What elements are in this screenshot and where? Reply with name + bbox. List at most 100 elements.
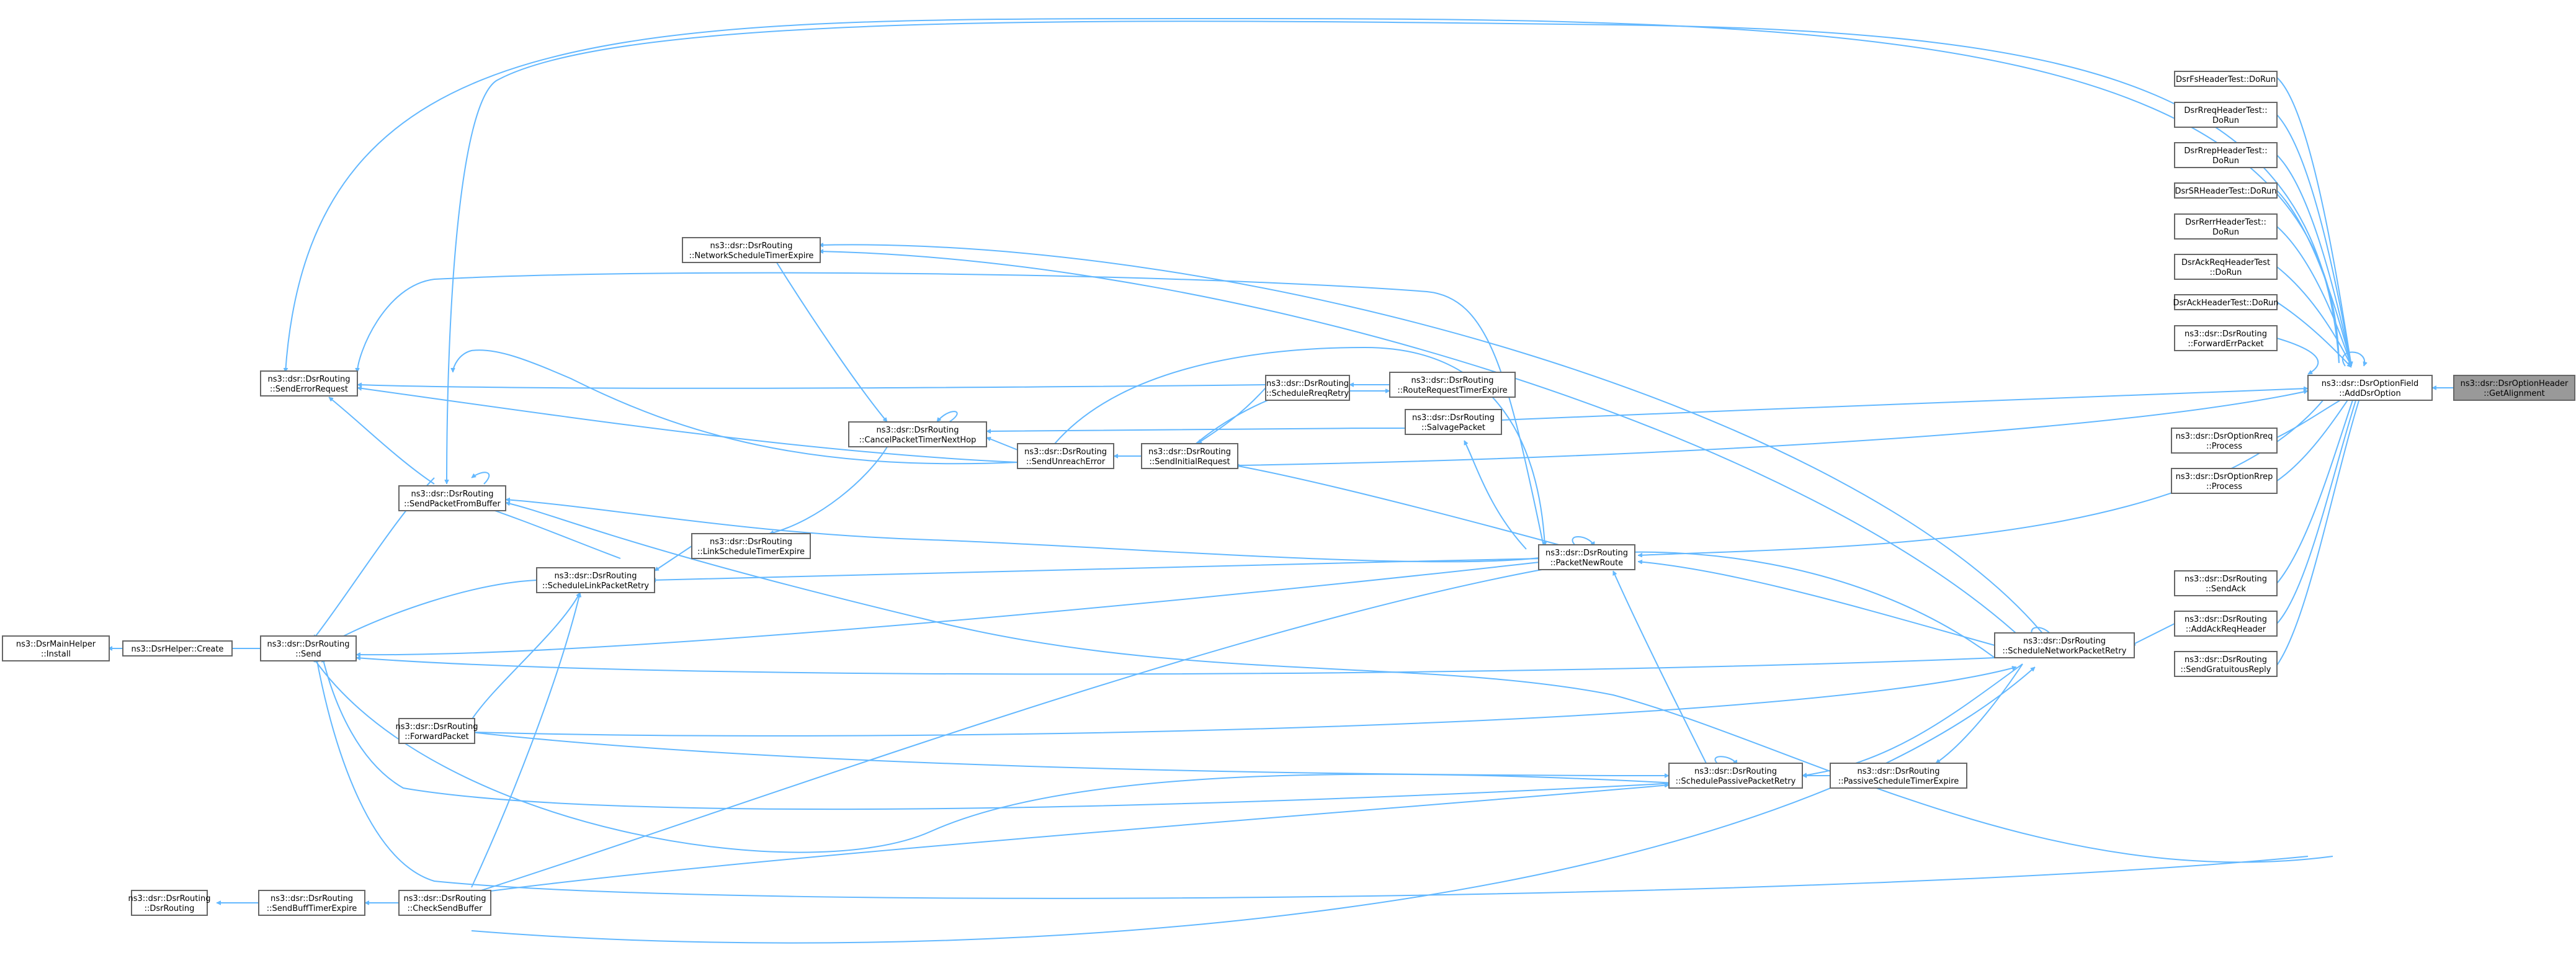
node-label: ns3::dsr::DsrOptionRreq <box>2176 432 2273 441</box>
node-send[interactable]: ns3::dsr::DsrRouting::Send <box>260 635 357 661</box>
node-label: ns3::dsr::DsrRouting <box>1148 447 1231 457</box>
node-sendbufftimer[interactable]: ns3::dsr::DsrRouting::SendBuffTimerExpir… <box>258 890 365 916</box>
node-box <box>2453 375 2575 401</box>
node-passivetimer[interactable]: ns3::dsr::DsrRouting::PassiveScheduleTim… <box>1830 763 1967 789</box>
node-box <box>1141 443 1238 469</box>
node-rerrtest[interactable]: DsrRerrHeaderTest::DoRun <box>2174 213 2278 240</box>
node-schedrreq[interactable]: ns3::dsr::DsrRouting::ScheduleRreqRetry <box>1265 375 1350 401</box>
node-label: DoRun <box>2212 116 2239 125</box>
node-box <box>536 567 655 593</box>
node-schedlink[interactable]: ns3::dsr::DsrRouting::ScheduleLinkPacket… <box>536 567 655 593</box>
node-sendack[interactable]: ns3::dsr::DsrRouting::SendAck <box>2174 570 2278 596</box>
node-label: ::GetAlignment <box>2484 389 2545 398</box>
node-gratuitous[interactable]: ns3::dsr::DsrRouting::SendGratuitousRepl… <box>2174 651 2278 677</box>
node-senderror[interactable]: ns3::dsr::DsrRouting::SendErrorRequest <box>260 370 358 397</box>
node-create[interactable]: ns3::DsrHelper::Create <box>122 640 233 657</box>
node-schednet[interactable]: ns3::dsr::DsrRouting::ScheduleNetworkPac… <box>1994 632 2135 658</box>
node-salvage[interactable]: ns3::dsr::DsrRouting::SalvagePacket <box>1405 409 1502 435</box>
node-label: ns3::dsr::DsrRouting <box>2023 637 2106 646</box>
node-rreqtest[interactable]: DsrRreqHeaderTest::DoRun <box>2174 102 2278 128</box>
node-label: ns3::dsr::DsrOptionRrep <box>2176 472 2273 482</box>
node-label: ns3::dsr::DsrRouting <box>1858 767 1940 776</box>
edge <box>328 397 435 485</box>
node-unreach[interactable]: ns3::dsr::DsrRouting::SendUnreachError <box>1017 443 1114 469</box>
edge <box>472 472 490 485</box>
node-checksendbuffer[interactable]: ns3::dsr::DsrRouting::CheckSendBuffer <box>398 890 491 916</box>
node-box <box>260 370 358 397</box>
edge <box>1454 388 2308 423</box>
node-label: ns3::dsr::DsrRouting <box>710 537 792 547</box>
edge <box>471 593 580 888</box>
edge <box>471 667 2016 737</box>
edge <box>936 411 958 423</box>
node-box <box>682 237 821 263</box>
node-cancel[interactable]: ns3::dsr::DsrRouting::CancelPacketTimerN… <box>848 421 987 447</box>
node-label: ns3::dsr::DsrOptionHeader <box>2461 379 2569 388</box>
node-optrrep[interactable]: ns3::dsr::DsrOptionRrep::Process <box>2171 468 2278 494</box>
node-box <box>2174 570 2278 596</box>
node-newroute[interactable]: ns3::dsr::DsrRouting::PacketNewRoute <box>1538 544 1635 570</box>
node-box <box>848 421 987 447</box>
node-box <box>398 485 506 511</box>
node-label: ns3::DsrMainHelper <box>16 640 96 649</box>
edge <box>471 785 1669 894</box>
node-addackreq[interactable]: ns3::dsr::DsrRouting::AddAckReqHeader <box>2174 611 2278 637</box>
edge <box>1235 465 1564 547</box>
edge <box>2341 351 2364 367</box>
node-forwarderr[interactable]: ns3::dsr::DsrRouting::ForwardErrPacket <box>2174 325 2278 351</box>
node-ackreqtest[interactable]: DsrAckReqHeaderTest::DoRun <box>2174 254 2278 280</box>
node-rreqtimer[interactable]: ns3::dsr::DsrRouting::RouteRequestTimerE… <box>1389 372 1516 398</box>
edge <box>1237 391 2308 466</box>
node-fs[interactable]: DsrFsHeaderTest::DoRun <box>2174 71 2278 87</box>
node-label: ::ScheduleRreqRetry <box>1266 389 1349 398</box>
node-forwardpacket[interactable]: ns3::dsr::DsrRouting::ForwardPacket <box>396 718 478 744</box>
node-label: ::SendUnreachError <box>1026 457 1106 467</box>
node-box <box>2171 428 2278 454</box>
node-label: ns3::dsr::DsrRouting <box>1266 379 1349 388</box>
node-label: ns3::dsr::DsrRouting <box>2185 615 2267 624</box>
node-acktest[interactable]: DsrAckHeaderTest::DoRun <box>2173 294 2279 310</box>
edge <box>2276 114 2351 366</box>
node-label: ::ScheduleLinkPacketRetry <box>542 581 650 591</box>
node-box <box>2171 468 2278 494</box>
edge <box>775 260 888 423</box>
node-label: DsrRreqHeaderTest:: <box>2184 106 2267 115</box>
node-addopt[interactable]: ns3::dsr::DsrOptionField::AddDsrOption <box>2307 375 2433 401</box>
edge <box>2276 266 2352 366</box>
node-label: ::Process <box>2206 442 2242 451</box>
node-box <box>2174 294 2278 310</box>
node-rreptest[interactable]: DsrRrepHeaderTest::DoRun <box>2174 142 2278 168</box>
node-install[interactable]: ns3::DsrMainHelper::Install <box>2 635 110 661</box>
node-srtest[interactable]: DsrSRHeaderTest::DoRun <box>2174 182 2278 199</box>
node-optrreq[interactable]: ns3::dsr::DsrOptionRreq::Process <box>2171 428 2278 454</box>
edge <box>356 658 1995 675</box>
node-box <box>691 533 811 559</box>
edge <box>651 558 1545 580</box>
edge <box>506 503 2333 863</box>
edges <box>108 17 2454 944</box>
node-dsrrouting[interactable]: ns3::dsr::DsrRouting::DsrRouting <box>128 890 211 916</box>
node-root[interactable]: ns3::dsr::DsrOptionHeader::GetAlignment <box>2453 375 2575 401</box>
node-box <box>260 635 357 661</box>
node-label: ::ForwardErrPacket <box>2188 339 2263 349</box>
node-label: ns3::dsr::DsrRouting <box>404 894 486 903</box>
edge <box>1572 536 1595 547</box>
node-initreq[interactable]: ns3::dsr::DsrRouting::SendInitialRequest <box>1141 443 1238 469</box>
node-box <box>2174 325 2278 351</box>
node-box <box>398 718 475 744</box>
node-label: ::SendAck <box>2206 585 2246 594</box>
node-box <box>258 890 365 916</box>
node-linktimer[interactable]: ns3::dsr::DsrRouting::LinkScheduleTimerE… <box>691 533 811 559</box>
node-label: ns3::dsr::DsrRouting <box>1412 413 1495 423</box>
node-label: ::AddDsrOption <box>2339 389 2400 398</box>
node-netsched[interactable]: ns3::dsr::DsrRouting::NetworkScheduleTim… <box>682 237 821 263</box>
node-label: ::CheckSendBuffer <box>408 904 483 913</box>
node-label: ::SendBuffTimerExpire <box>267 904 357 913</box>
node-schedpassive[interactable]: ns3::dsr::DsrRouting::SchedulePassivePac… <box>1668 763 1803 789</box>
edge <box>316 658 2309 899</box>
node-sendfrombuffer[interactable]: ns3::dsr::DsrRouting::SendPacketFromBuff… <box>398 485 506 511</box>
node-label: ns3::dsr::DsrRouting <box>710 241 793 251</box>
node-label: ns3::dsr::DsrRouting <box>267 640 350 649</box>
edge <box>1464 441 1527 550</box>
